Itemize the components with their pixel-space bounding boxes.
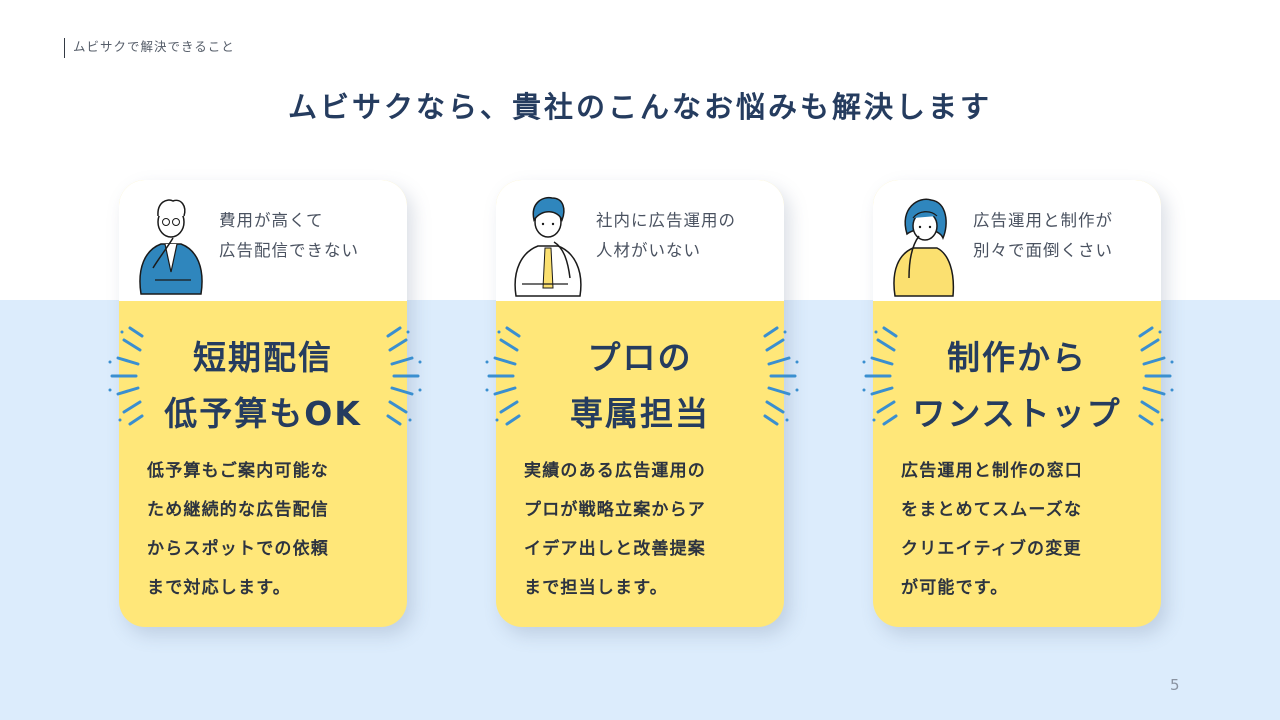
worry-panel: 広告運用と制作が 別々で面倒くさい	[873, 180, 1161, 301]
card-description: 広告運用と制作の窓口 をまとめてスムーズな クリエイティブの変更 が可能です。	[901, 461, 1083, 598]
burst-left-icon	[862, 326, 898, 426]
worried-woman-icon	[893, 198, 955, 297]
card-headline: プロの 専属担当	[570, 338, 710, 433]
section-label: ムビサクで解決できること	[64, 38, 235, 58]
worry-text: 費用が高くて 広告配信できない	[219, 211, 359, 260]
burst-left-icon	[108, 326, 144, 426]
solution-card-low-budget: 費用が高くて 広告配信できない 短期配信 低予算もOK 低予算もご案内可能な た…	[119, 180, 407, 627]
burst-right-icon	[386, 326, 422, 426]
card-headline: 制作から ワンストップ	[912, 338, 1122, 433]
worried-man-tie-icon	[514, 196, 582, 297]
page-title: ムビサクなら、貴社のこんなお悩みも解決します	[287, 90, 992, 124]
burst-right-icon	[1138, 326, 1174, 426]
worried-man-icon	[139, 199, 203, 295]
burst-right-icon	[763, 326, 799, 426]
burst-left-icon	[485, 326, 521, 426]
solution-card-one-stop: 広告運用と制作が 別々で面倒くさい 制作から ワンストップ 広告運用と制作の窓口…	[873, 180, 1161, 627]
worry-panel: 費用が高くて 広告配信できない	[119, 180, 407, 301]
solution-card-dedicated-pro: 社内に広告運用の 人材がいない プロの 専属担当 実績のある広告運用の プロが戦…	[496, 180, 784, 627]
worry-text: 広告運用と制作が 別々で面倒くさい	[973, 211, 1113, 260]
card-description: 低予算もご案内可能な ため継続的な広告配信 からスポットでの依頼 まで対応します…	[147, 461, 329, 598]
worry-text: 社内に広告運用の 人材がいない	[596, 211, 736, 260]
page-number: 5	[1170, 676, 1180, 694]
card-headline: 短期配信 低予算もOK	[164, 338, 362, 433]
card-description: 実績のある広告運用の プロが戦略立案からア イデア出しと改善提案 まで担当します…	[524, 461, 706, 598]
worry-panel: 社内に広告運用の 人材がいない	[496, 180, 784, 301]
